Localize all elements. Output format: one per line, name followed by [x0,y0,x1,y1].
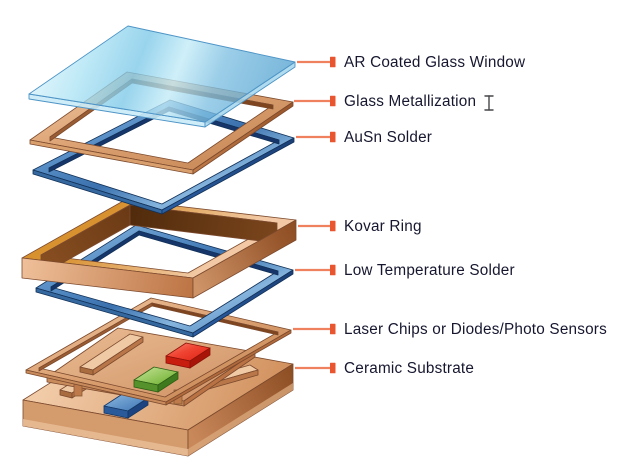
leader-cap-5 [330,264,336,276]
substrate-base-strip-left [23,419,188,456]
solder-front-left-face [32,169,163,215]
glass-top-face [28,25,296,123]
leader-cap-1 [330,56,336,68]
layer-ausn-solder [32,99,295,215]
layer-ar-coated-glass-window [28,25,296,128]
solder-front-right-face [192,269,294,338]
label-glass-metallization[interactable]: Glass Metallization [344,93,476,110]
leader-cap-4 [330,220,336,232]
metallization-front-right-face [192,101,294,175]
frame-front-right-face [165,329,292,406]
leader-cap-7 [330,362,336,374]
leader-lines [293,56,336,374]
platform-front-right-face [183,351,256,407]
solder-front-right-face [161,137,295,215]
label-ar-coated-glass-window[interactable]: AR Coated Glass Window [344,54,526,71]
kovar-front-right-face [192,219,297,299]
leader-cap-2 [330,95,336,107]
substrate-base-strip-right [188,383,293,456]
label-ceramic-substrate[interactable]: Ceramic Substrate [344,360,474,377]
leader-cap-3 [330,131,336,143]
layer-kovar-ring [21,199,297,299]
label-laser-chips[interactable]: Laser Chips or Diodes/Photo Sensors [344,321,607,338]
label-low-temperature-solder[interactable]: Low Temperature Solder [344,262,515,279]
label-kovar-ring[interactable]: Kovar Ring [344,218,422,235]
red-chip [165,342,211,369]
platform-bar [79,333,144,376]
text-cursor-icon [484,95,494,111]
leader-cap-6 [330,323,336,335]
label-ausn-solder[interactable]: AuSn Solder [344,129,432,146]
green-chip [133,366,179,393]
labels: AR Coated Glass Window Glass Metallizati… [344,54,607,377]
layer-laser-chips-frame [25,297,292,406]
